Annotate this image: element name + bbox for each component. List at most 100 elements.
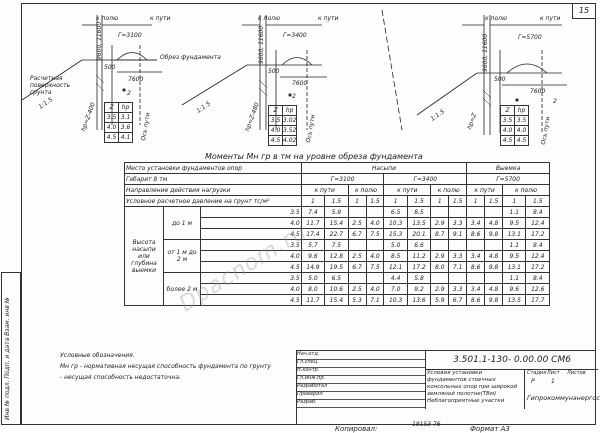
stamp-title: Условия установки фундаментов стоечных к…: [425, 369, 525, 409]
moment-cell: 8.5: [383, 250, 408, 262]
moment-cell: 5.3: [347, 294, 367, 306]
moment-cell: [466, 272, 486, 284]
moment-cell: 9.8: [484, 261, 504, 273]
moment-cell: 3.4: [466, 217, 486, 229]
row-group-label: Высота насыпи или глубина выемки: [124, 206, 164, 306]
moment-cell: 4.0: [365, 217, 385, 229]
moment-cell: 8.7: [430, 228, 450, 240]
moment-cell: 10.3: [383, 217, 408, 229]
d2-marker: 2: [292, 93, 296, 100]
d2-gamma: Г=3400: [283, 32, 307, 39]
th-sub: 1.5: [365, 195, 385, 207]
sheet-frame: [21, 3, 596, 425]
moment-cell: 2.9: [430, 283, 450, 295]
moment-cell: 14.9: [300, 261, 326, 273]
th-pair: к полю: [502, 184, 550, 196]
d2-ground-label: Обрез фундамента: [160, 54, 221, 61]
moment-cell: 20.1: [406, 228, 432, 240]
stamp-org: Гипрокоммунэнергострой: [527, 394, 600, 402]
th-g2: Г=3400: [383, 173, 468, 185]
moment-cell: [448, 206, 468, 218]
th-sub: 1: [502, 195, 527, 207]
stamp-sheets-head: Листов: [567, 370, 586, 376]
th-nasyp: Насыпи: [300, 162, 468, 174]
footer-copied: Копировал:: [335, 425, 378, 433]
d2-cell: 3.5: [268, 115, 283, 126]
moment-cell: 12.8: [324, 250, 349, 262]
stamp-sheet-head: Лист: [547, 370, 560, 376]
moment-cell: 13.6: [406, 294, 432, 306]
d1-label-field: к полю: [96, 15, 119, 22]
moment-cell: 12.4: [525, 217, 550, 229]
stamp-stage: Р: [531, 378, 535, 385]
d2-cell: 4.0: [268, 125, 283, 136]
th-pair: к пути: [466, 184, 504, 196]
stamp-row: Нач.отд.: [297, 351, 425, 360]
moment-cell: 4.0: [365, 250, 385, 262]
d1-dim-width: 7600: [128, 76, 144, 83]
pressure-cell: 4.5: [200, 294, 302, 306]
moment-cell: [466, 239, 486, 251]
d3-label-field: к полю: [485, 15, 508, 22]
d1-ground-label: Расчетная поверхность грунта: [30, 75, 71, 96]
stamp-stage-head: Стадия: [527, 370, 547, 376]
moment-cell: 8.4: [525, 206, 550, 218]
moment-cell: 7.0: [383, 283, 408, 295]
d1-cell: 3.5: [104, 112, 119, 123]
moment-cell: 22.7: [324, 228, 349, 240]
moment-cell: [365, 239, 385, 251]
d2-cell: 4.5: [268, 135, 283, 146]
d3-label-track: к пути: [540, 15, 561, 22]
moment-cell: 4.4: [383, 272, 408, 284]
moment-cell: 9.5: [502, 217, 527, 229]
th-sub: 1.5: [448, 195, 468, 207]
d3-th-z: Z: [500, 105, 515, 116]
moment-cell: 6.5: [324, 272, 349, 284]
notes-line1: Мн гр - нормативная несущая способность …: [60, 363, 271, 370]
th-sub: 1: [383, 195, 408, 207]
moment-cell: 7.1: [365, 294, 385, 306]
moment-cell: 12.1: [383, 261, 408, 273]
d3-dim-width: 7600: [530, 88, 546, 95]
moment-cell: 7.5: [365, 228, 385, 240]
table-title: Моменты Мн гр в тм на уровне обреза фунд…: [205, 152, 423, 161]
th-pair: к пути: [383, 184, 432, 196]
moment-cell: [430, 239, 450, 251]
th-sub: 1: [466, 195, 486, 207]
moment-cell: 6.7: [347, 261, 367, 273]
moment-cell: 8.4: [525, 272, 550, 284]
moment-cell: 2.5: [347, 217, 367, 229]
page-number: 15: [572, 4, 595, 19]
th-pair: к полю: [347, 184, 385, 196]
th-pair: к полю: [430, 184, 468, 196]
moment-cell: 6.7: [448, 294, 468, 306]
moment-cell: 3.4: [466, 283, 486, 295]
th-gabarit: Габарит 8 тм: [124, 173, 302, 185]
moment-cell: 5.9: [430, 294, 450, 306]
th-pair: к пути: [300, 184, 349, 196]
d3-cell: 4.0: [500, 125, 515, 136]
moment-cell: 2.9: [430, 217, 450, 229]
moment-cell: 15.4: [324, 217, 349, 229]
moment-cell: 13.5: [406, 217, 432, 229]
moment-cell: 5.9: [324, 206, 349, 218]
moment-cell: [484, 206, 504, 218]
stamp-row: Н.контр.: [297, 367, 425, 376]
d3-gamma: Г=5700: [518, 34, 542, 41]
pressure-cell: 3.5: [200, 206, 302, 218]
d3-heights: 9600, 11600: [482, 33, 489, 72]
moment-cell: [430, 206, 450, 218]
moment-cell: 17.2: [406, 261, 432, 273]
moment-cell: 11.2: [406, 250, 432, 262]
moment-cell: 3.3: [448, 283, 468, 295]
th-press: давление на грунт: [191, 197, 252, 205]
stamp-row: Разраб.: [297, 399, 425, 408]
d2-label-track: к пути: [318, 15, 339, 22]
moment-cell: 8.6: [466, 261, 486, 273]
